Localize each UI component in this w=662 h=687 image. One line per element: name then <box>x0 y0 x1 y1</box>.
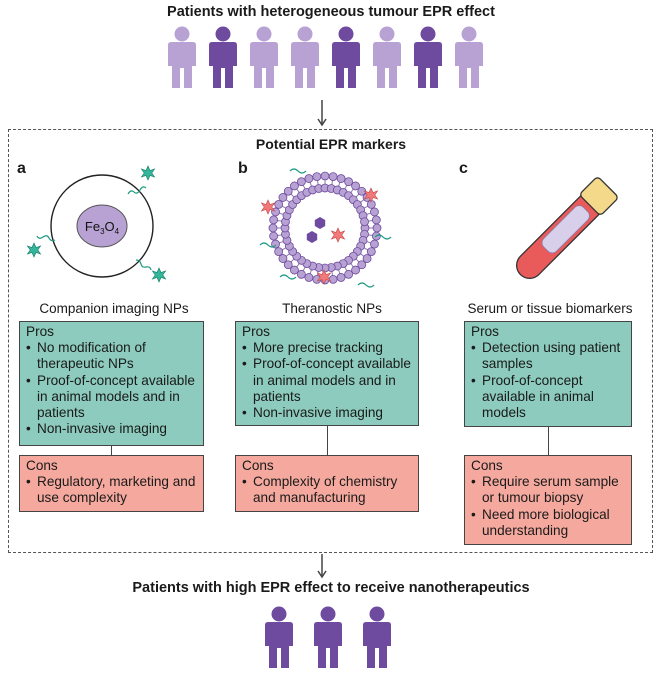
top-patients-row <box>168 26 483 88</box>
list-item: Regulatory, marketing and use complexity <box>26 474 197 506</box>
list-item: Require serum sample or tumour biopsy <box>471 474 625 506</box>
list-item: Non-invasive imaging <box>26 421 197 437</box>
bottom-patients-row <box>265 606 391 668</box>
cons-heading: Cons <box>471 458 503 473</box>
list-item: Non-invasive imaging <box>242 405 412 421</box>
list-item: Complexity of chemistry and manufacturin… <box>242 474 412 506</box>
list-item: No modification of therapeutic NPs <box>26 340 197 372</box>
down-arrow-icon <box>317 100 327 127</box>
panel-c-caption: Serum or tissue biomarkers <box>467 301 633 316</box>
patient-low-epr-icon <box>455 26 483 88</box>
patient-low-epr-icon <box>168 26 196 88</box>
patient-high-epr-icon <box>414 26 442 88</box>
patient-low-epr-icon <box>250 26 278 88</box>
connector-line <box>548 427 549 455</box>
connector-line <box>327 426 328 455</box>
pros-heading: Pros <box>26 324 54 339</box>
top-title: Patients with heterogeneous tumour EPR e… <box>167 4 495 20</box>
companion-imaging-np-illustration: Fe3O4 <box>26 165 167 283</box>
down-arrow-icon <box>317 554 327 579</box>
pros-heading: Pros <box>471 324 499 339</box>
fe3o4-label: Fe <box>85 219 100 234</box>
connector-line <box>111 446 112 455</box>
list-item: More precise tracking <box>242 340 412 356</box>
panel-c-letter: c <box>459 160 468 177</box>
patient-low-epr-icon <box>373 26 401 88</box>
panel-c-cons-box: Cons Require serum sample or tumour biop… <box>464 455 632 545</box>
panel-b-cons-box: Cons Complexity of chemistry and manufac… <box>235 455 419 512</box>
cons-heading: Cons <box>26 458 58 473</box>
list-item: Proof-of-concept available in animal mod… <box>26 373 197 422</box>
list-item: Detection using patient samples <box>471 340 625 372</box>
svg-text:Fe3O4: Fe3O4 <box>85 219 120 236</box>
patient-high-epr-icon <box>363 606 391 668</box>
panel-a-cons-box: Cons Regulatory, marketing and use compl… <box>19 455 204 512</box>
panel-c-pros-box: Pros Detection using patient samples Pro… <box>464 321 632 427</box>
cons-heading: Cons <box>242 458 274 473</box>
panel-a-letter: a <box>17 160 26 177</box>
bottom-title: Patients with high EPR effect to receive… <box>132 580 530 596</box>
patient-high-epr-icon <box>209 26 237 88</box>
panel-b-letter: b <box>238 160 248 177</box>
panel-a-pros-box: Pros No modification of therapeutic NPs … <box>19 321 204 446</box>
list-item: Proof-of-concept available in animal mod… <box>471 373 625 422</box>
section-title: Potential EPR markers <box>255 136 407 152</box>
epr-markers-frame <box>8 129 653 553</box>
panel-a-caption: Companion imaging NPs <box>39 301 189 316</box>
list-item: Need more biological understanding <box>471 507 625 539</box>
patient-high-epr-icon <box>265 606 293 668</box>
panel-b-caption: Theranostic NPs <box>282 301 382 316</box>
patient-low-epr-icon <box>291 26 319 88</box>
list-item: Proof-of-concept available in animal mod… <box>242 356 412 405</box>
panel-b-pros-box: Pros More precise tracking Proof-of-conc… <box>235 321 419 426</box>
patient-high-epr-icon <box>314 606 342 668</box>
patient-high-epr-icon <box>332 26 360 88</box>
blood-tube-icon <box>515 177 618 280</box>
pros-heading: Pros <box>242 324 270 339</box>
theranostic-np-illustration <box>259 168 392 288</box>
